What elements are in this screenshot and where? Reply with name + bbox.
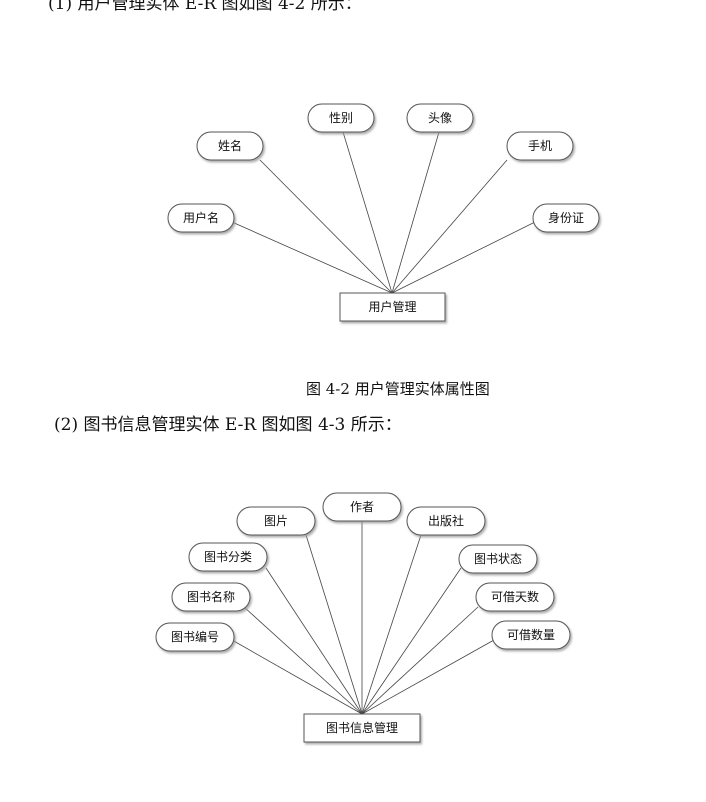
attribute-node: 头像 [406, 103, 474, 133]
attribute-label: 出版社 [428, 513, 464, 528]
attribute-label: 性别 [329, 111, 353, 125]
attribute-node: 手机 [506, 131, 574, 161]
entity-label: 图书信息管理 [326, 720, 398, 735]
entity-node: 用户管理 [339, 292, 446, 322]
attribute-node: 可借数量 [491, 620, 571, 650]
attribute-label: 姓名 [218, 138, 242, 153]
attribute-label: 用户名 [183, 210, 219, 225]
entity-label: 用户管理 [368, 299, 416, 314]
attribute-label: 手机 [528, 139, 552, 153]
relation-line [361, 606, 479, 715]
relation-line [391, 159, 508, 294]
attribute-node: 身份证 [532, 203, 600, 233]
attribute-label: 身份证 [548, 210, 584, 225]
attribute-label: 可借数量 [507, 627, 555, 642]
relation-line [391, 131, 440, 294]
attribute-node: 作者 [322, 492, 402, 522]
attribute-label: 图书名称 [187, 589, 235, 604]
attribute-label: 图书状态 [474, 552, 522, 566]
attribute-node: 图书名称 [171, 582, 251, 612]
relation-line [243, 606, 363, 715]
attribute-node: 可借天数 [475, 582, 555, 612]
attribute-node: 图书编号 [155, 622, 235, 652]
attribute-label: 图片 [264, 514, 288, 528]
entity-node: 图书信息管理 [303, 713, 421, 743]
attribute-node: 图书状态 [458, 544, 538, 574]
attribute-node: 图书分类 [188, 542, 268, 572]
attribute-label: 图书分类 [204, 550, 252, 564]
attribute-label: 可借天数 [491, 589, 539, 604]
relation-line [265, 567, 363, 715]
attribute-node: 用户名 [167, 203, 235, 233]
attribute-label: 头像 [428, 111, 452, 125]
section-2-heading: (2) 图书信息管理实体 E-R 图如图 4-3 所示： [54, 415, 402, 435]
relation-line [259, 159, 393, 294]
relation-line [305, 534, 363, 715]
relation-line [361, 567, 462, 715]
attribute-label: 作者 [350, 500, 374, 514]
section-1-heading: (1) 用户管理实体 E-R 图如图 4-2 所示： [48, 0, 362, 14]
attribute-node: 姓名 [196, 131, 264, 161]
relation-line [231, 639, 363, 715]
relation-line [391, 221, 536, 294]
relation-line [342, 131, 393, 294]
relation-line [361, 534, 422, 715]
attribute-node: 性别 [307, 103, 375, 133]
attribute-node: 出版社 [406, 506, 486, 536]
attribute-label: 图书编号 [171, 629, 219, 644]
figure-4-2-caption: 图 4-2 用户管理实体属性图 [306, 380, 490, 398]
relation-line [231, 221, 393, 294]
relation-line [361, 639, 495, 715]
attribute-node: 图片 [236, 506, 316, 536]
